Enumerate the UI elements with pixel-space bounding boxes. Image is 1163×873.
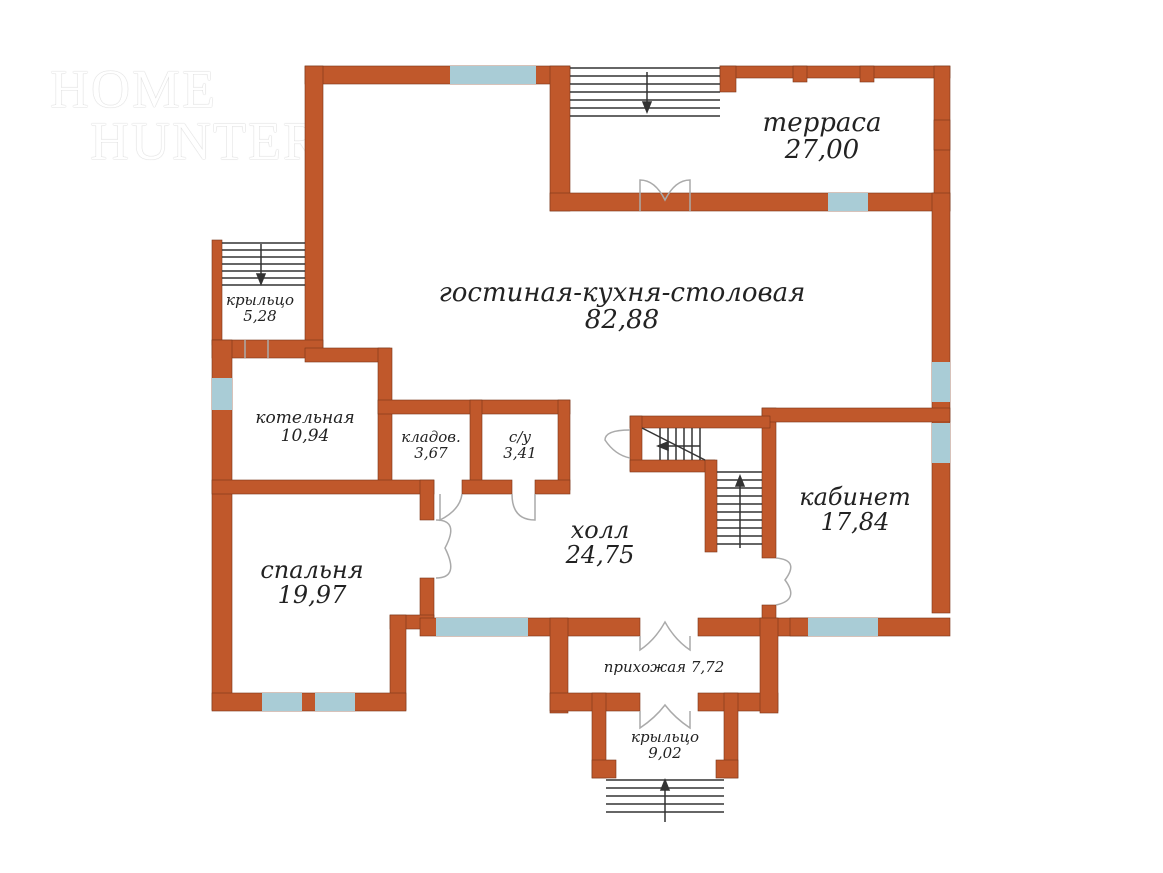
room-boiler: котельная 10,94 [255,408,355,446]
window [932,362,950,402]
room-area: 10,94 [280,425,330,446]
room-area: 7,72 [690,658,725,676]
windows [212,66,950,711]
study-door [775,557,792,606]
window [315,693,355,711]
window [450,66,536,84]
room-area: 9,02 [648,743,682,762]
room-hall: холл 24,75 [565,516,635,570]
room-study: кабинет 17,84 [799,483,911,537]
stair-door [604,429,631,459]
room-bedroom: спальня 19,97 [260,556,364,610]
room-front-porch: крыльцо 9,02 [631,728,699,762]
front-porch-stairs [606,777,724,822]
wc-door [511,493,536,521]
window [212,378,232,410]
room-name: кладов. [401,428,461,446]
room-area: 82,88 [584,305,660,336]
room-wc: с/у 3,41 [503,428,537,462]
room-area: 24,75 [565,541,635,570]
room-name: спальня [260,556,364,584]
storage-door [439,493,463,522]
terrace-door [639,179,691,211]
room-name: гостиная-кухня-столовая [438,278,806,308]
room-name: крыльцо [631,728,699,746]
internal-stairs [641,427,762,548]
window [932,423,950,463]
room-name: с/у [508,428,532,446]
room-area: 19,97 [277,581,347,610]
room-name: терраса [762,108,882,138]
bedroom-door [435,519,452,579]
terrace-stairs [570,67,720,117]
room-storage: кладов. 3,67 [401,428,461,462]
room-area: 5,28 [243,306,277,325]
room-area: 27,00 [784,135,860,166]
window [808,618,878,636]
room-living-kitchen-dining: гостиная-кухня-столовая 82,88 [438,278,806,336]
side-porch-stairs [222,242,305,287]
room-name: кабинет [799,483,911,511]
watermark-home: HOME [50,59,217,119]
porch-door [639,703,691,730]
room-entrance: прихожая 7,72 [603,658,725,676]
window [436,618,528,636]
room-area: 3,41 [503,443,537,462]
window [262,693,302,711]
room-terrace: терраса 27,00 [762,108,882,166]
room-name: холл [570,516,630,544]
room-name: прихожая [603,658,687,676]
walls [211,65,951,779]
room-side-porch: крыльцо 5,28 [226,291,294,325]
doors [244,179,792,730]
room-name: котельная [255,408,355,428]
side-porch-door [244,340,269,358]
window [828,193,868,211]
watermark-hunter: HUNTER [90,111,321,171]
entrance-door [639,620,691,652]
room-name: крыльцо [226,291,294,309]
stairs [222,67,762,822]
room-area: 3,67 [414,443,448,462]
room-area: 17,84 [820,508,890,537]
